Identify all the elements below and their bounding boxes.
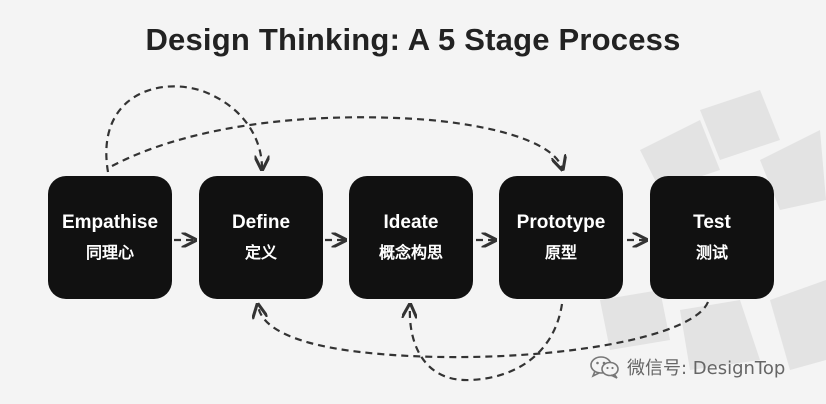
loop-test-define (258, 301, 710, 359)
stage-label-en: Prototype (516, 211, 606, 233)
stage-label-en: Test (693, 211, 731, 233)
watermark: 微信号: DesignTop (590, 354, 785, 380)
loop-empathise-prototype (111, 116, 562, 168)
stage-test: Test 测试 (650, 176, 774, 299)
stage-label-zh: 概念构思 (378, 242, 443, 262)
stage-label-zh: 定义 (244, 242, 277, 262)
loop-empathise-define (105, 85, 262, 173)
stage-define: Define 定义 (199, 176, 323, 299)
wechat-icon (590, 356, 619, 379)
stage-label-zh: 同理心 (85, 242, 134, 262)
stage-label-en: Empathise (61, 211, 159, 233)
stage-prototype: Prototype 原型 (499, 176, 623, 299)
loop-prototype-ideate (410, 304, 564, 382)
stage-label-en: Ideate (383, 211, 439, 233)
stage-label-en: Define (231, 211, 291, 233)
stage-label-zh: 原型 (544, 242, 577, 262)
watermark-text: 微信号: DesignTop (627, 358, 786, 379)
page-title: Design Thinking: A 5 Stage Process (145, 22, 681, 57)
stage-label-zh: 测试 (695, 242, 728, 262)
stage-ideate: Ideate 概念构思 (349, 176, 473, 299)
stage-empathise: Empathise 同理心 (48, 176, 172, 299)
